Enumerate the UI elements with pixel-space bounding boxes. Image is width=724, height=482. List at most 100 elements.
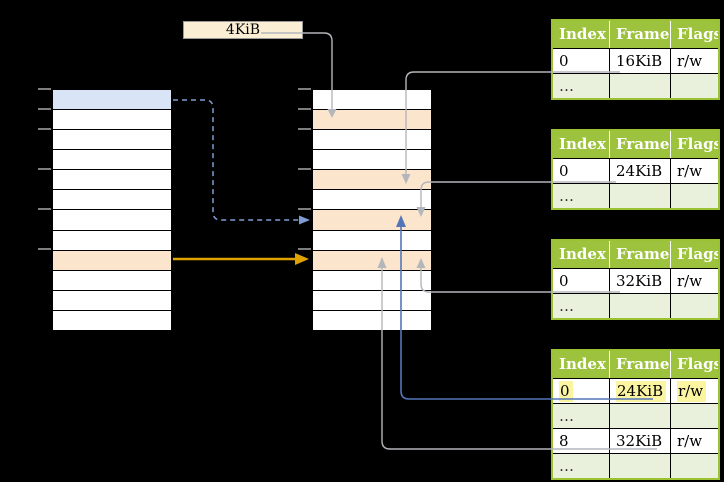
page-table-level1-header-flags: Flags [670,351,718,378]
page-table-32kib-row-1-cell-0: … [553,294,609,318]
physical-memory-row-11 [313,290,431,311]
page-table-24kib-row-1: … [553,183,718,208]
page-table-level1-row-2-cell-0: 8 [559,432,569,450]
highlighted-value: 24KiB [616,381,667,402]
page-table-16kib-header-index: Index [553,21,609,48]
virtual-memory-row-10 [53,270,171,291]
page-table-32kib-row-0-cell-2: r/w [670,269,718,293]
page-table-16kib-row-0-cell-0: 0 [559,52,569,70]
page-table-level1-header-frame: Frame [609,351,670,378]
page-table-24kib-header-flags: Flags [670,131,718,158]
page-table-level1-row-3-cell-0: … [553,454,609,478]
physical-memory-column [312,89,432,331]
physical-memory-row-2 [313,110,431,131]
page-table-32kib-row-0-cell-0: 0 [559,272,569,290]
page-table-32kib-header-index: Index [553,241,609,268]
physical-address-tick-3 [298,168,311,170]
physical-memory-row-8 [313,230,431,251]
page-size-label-text: 4KiB [225,22,261,38]
highlighted-value: r/w [677,381,707,402]
page-table-24kib-row-0-cell-2: r/w [670,159,718,183]
virtual-address-tick-1 [38,108,51,110]
page-table-level1-row-1: … [553,403,718,428]
page-table-16kib-row-1: … [553,73,718,98]
page-table-16kib-row-1-cell-0: … [553,74,609,98]
page-table-level1-row-0: 0 24KiB r/w [553,378,718,403]
arrow-virtual-row1-to-physical-row7-icon [173,99,310,225]
highlighted-value: 0 [559,381,573,402]
page-table-level1-row-2-cell-2: r/w [670,429,718,453]
physical-address-tick-0 [298,88,311,90]
virtual-memory-row-1 [53,90,171,111]
virtual-address-tick-2 [38,128,51,130]
physical-address-tick-2 [298,128,311,130]
page-table-16kib-row-1-cell-2 [670,74,718,98]
physical-memory-row-3 [313,130,431,151]
page-table-24kib-row-0-cell-0: 0 [559,162,569,180]
physical-address-tick-5 [298,248,311,250]
physical-memory-row-4 [313,150,431,171]
virtual-memory-row-4 [53,150,171,171]
page-table-16kib-row-0-cell-2: r/w [670,49,718,73]
page-table-level1-row-3-cell-2 [670,454,718,478]
physical-memory-row-9 [313,250,431,271]
page-table-level1-row-1-cell-0: … [553,404,609,428]
page-table-24kib-row-1-cell-0: … [553,184,609,208]
page-table-level1-row-0-cell-0: 0 [553,379,609,403]
page-table-level1-row-3-cell-1 [609,454,670,478]
virtual-memory-row-2 [53,110,171,131]
virtual-memory-row-3 [53,130,171,151]
virtual-address-tick-5 [38,248,51,250]
page-table-24kib-header-index: Index [553,131,609,158]
virtual-address-tick-3 [38,168,51,170]
virtual-memory-row-7 [53,210,171,231]
virtual-memory-row-8 [53,230,171,251]
page-table-24kib-row-1-cell-1 [609,184,670,208]
arrow-virtual-row9-to-physical-row9-icon [173,253,309,265]
page-table-level1-row-0-cell-2: r/w [670,379,718,403]
page-table-16kib-row-1-cell-1 [609,74,670,98]
page-table-24kib-header-frame: Frame [609,131,670,158]
virtual-memory-column [52,89,172,331]
page-table-24kib-row-0-cell-1: 24KiB [609,159,670,183]
virtual-memory-row-6 [53,190,171,211]
physical-address-tick-1 [298,108,311,110]
page-table-16kib-row-0-cell-1: 16KiB [609,49,670,73]
page-table-level1-row-0-cell-1: 24KiB [609,379,670,403]
virtual-memory-row-11 [53,290,171,311]
virtual-address-tick-0 [38,88,51,90]
page-table-level1-row-1-cell-1 [609,404,670,428]
physical-memory-row-12 [313,310,431,330]
virtual-memory-row-5 [53,170,171,191]
page-table-32kib-header-frame: Frame [609,241,670,268]
page-table-32kib-row-0-cell-1: 32KiB [609,269,670,293]
page-table-level1-header-index: Index [553,351,609,378]
page-table-16kib-header-frame: Frame [609,21,670,48]
page-table-16kib-header-flags: Flags [670,21,718,48]
physical-memory-row-7 [313,210,431,231]
physical-address-tick-4 [298,208,311,210]
page-table-32kib-row-1: … [553,293,718,318]
page-table-level1-row-3: … [553,453,718,478]
page-table-32kib-row-1-cell-2 [670,294,718,318]
virtual-address-tick-4 [38,208,51,210]
physical-memory-row-1 [313,90,431,111]
page-table-level1-row-2-cell-1: 32KiB [609,429,670,453]
page-table-32kib-row-1-cell-1 [609,294,670,318]
physical-memory-row-6 [313,190,431,211]
page-table-level1-row-1-cell-2 [670,404,718,428]
page-table-24kib-row-1-cell-2 [670,184,718,208]
virtual-memory-row-12 [53,310,171,330]
